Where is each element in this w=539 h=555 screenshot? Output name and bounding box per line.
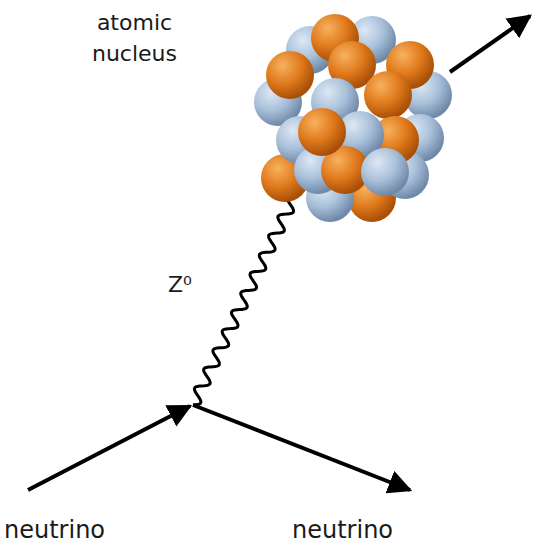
recoil-arrow [450,16,530,72]
nucleus-picture [254,14,452,222]
neutrino-label: neutrino [292,514,393,548]
z-boson-wave [193,195,295,405]
neutrino-label: neutrino [4,514,105,548]
proton [364,71,412,119]
neutron [361,148,409,196]
nucleus-label: atomic nucleus [72,8,197,70]
outgoing-neutrino-arrow [193,405,410,490]
proton [298,108,346,156]
incoming-neutrino-arrow [28,406,190,490]
proton [266,51,314,99]
boson-label: Z⁰ [168,270,192,301]
